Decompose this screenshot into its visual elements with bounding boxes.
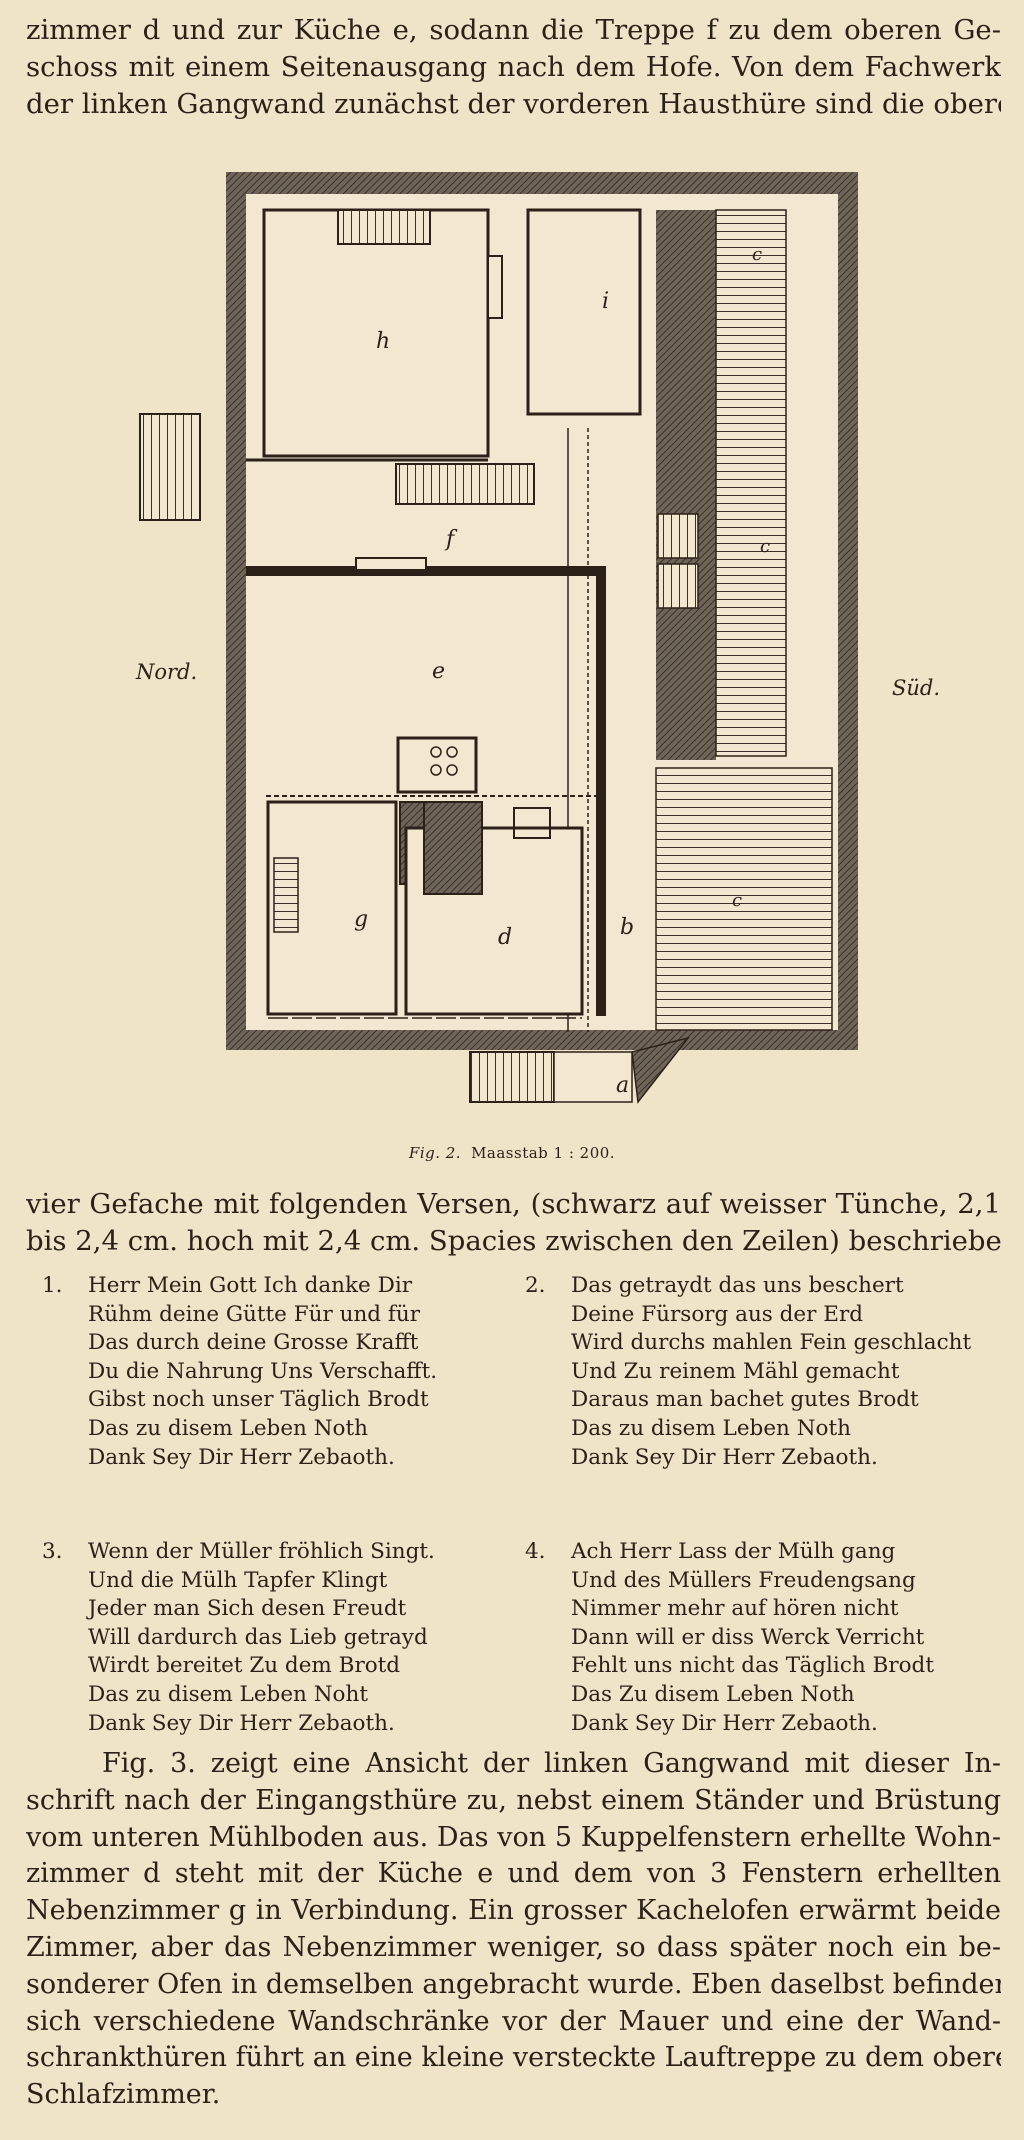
verse-line: Ach Herr Lass der Mülh gang: [571, 1539, 896, 1564]
verse-line: Dank Sey Dir Herr Zebaoth.: [88, 1710, 395, 1736]
verse-line: Dann will er diss Werck Verricht: [571, 1624, 925, 1650]
room-label: c: [752, 244, 762, 265]
verse-line: Du die Nahrung Uns Verschafft.: [88, 1358, 438, 1384]
text-line: schrankthüren führt an eine kleine verst…: [26, 2042, 1001, 2074]
room-label: c: [732, 890, 742, 911]
verse-line: Gibst noch unser Täglich Brodt: [88, 1387, 429, 1413]
figure-caption: Fig. 2. Maasstab 1 : 200.: [0, 1144, 1024, 1162]
text-line: der linken Gangwand zunächst der vordere…: [26, 88, 1001, 120]
room-i-outline: [526, 208, 642, 416]
text-line: bis 2,4 cm. hoch mit 2,4 cm. Spacies zwi…: [26, 1225, 1001, 1257]
verse-line: Rühm deine Gütte Für und für: [88, 1301, 420, 1327]
stairs-c-upper: [715, 209, 787, 757]
verse-line: Und die Mülh Tapfer Klingt: [88, 1567, 388, 1593]
room-label: e: [432, 659, 445, 684]
figure-scale: Maasstab 1 : 200.: [471, 1144, 616, 1162]
text-line: Fig. 3. zeigt eine Ansicht der linken Ga…: [102, 1748, 1001, 1779]
verse-line: Und Zu reinem Mähl gemacht: [571, 1358, 900, 1384]
verse-line: Das getraydt das uns beschert: [571, 1273, 904, 1298]
verse-line: Das zu disem Leben Noht: [88, 1681, 368, 1707]
verse-line: Wirdt bereitet Zu dem Brotd: [88, 1653, 401, 1679]
room-label: d: [498, 925, 512, 950]
floor-plan-drawing: h i f e g d b a c c c: [139, 172, 858, 1104]
verse-line: Wird durchs mahlen Fein geschlacht: [571, 1330, 972, 1356]
stanza-number: 3.: [42, 1539, 63, 1564]
text-line: sich verschiedene Wandschränke vor der M…: [26, 2005, 1001, 2037]
intro-paragraph: zimmer d und zur Küche e, sodann die Tre…: [26, 12, 1001, 123]
entrance-steps: [469, 1051, 555, 1103]
room-label: c: [760, 536, 770, 557]
text-line: Schlafzimmer.: [26, 2079, 221, 2111]
south-label: Süd.: [892, 676, 941, 700]
room-label: g: [354, 907, 368, 932]
text-line: vom unteren Mühlboden aus. Das von 5 Kup…: [26, 1821, 1001, 1853]
room-label: b: [620, 915, 634, 940]
room-label: a: [616, 1073, 629, 1098]
body-paragraph: Fig. 3. zeigt eine Ansicht der linken Ga…: [26, 1746, 1001, 2114]
verse-line: Daraus man bachet gutes Brodt: [571, 1387, 919, 1413]
verse-line: Dank Sey Dir Herr Zebaoth.: [571, 1710, 878, 1736]
north-label: Nord.: [136, 660, 198, 684]
stanza-number: 2.: [525, 1273, 546, 1298]
text-line: Nebenzimmer g in Verbindung. Ein grosser…: [26, 1895, 1001, 1927]
text-line: vier Gefache mit folgenden Versen, (schw…: [26, 1188, 1001, 1220]
verse-line: Jeder man Sich desen Freudt: [88, 1596, 407, 1622]
stanza-number: 1.: [42, 1273, 63, 1298]
figure-number: Fig. 2.: [408, 1144, 462, 1162]
verse-line: Das zu disem Leben Noth: [571, 1415, 851, 1441]
verse-line: Will dardurch das Lieb getrayd: [88, 1624, 428, 1650]
verse-line: Das Zu disem Leben Noth: [571, 1681, 855, 1707]
text-line: zimmer d steht mit der Küche e und dem v…: [26, 1858, 1001, 1890]
text-line: sonderer Ofen in demselben angebracht wu…: [26, 1968, 1001, 2000]
verse-line: Wenn der Müller fröhlich Singt.: [88, 1539, 435, 1564]
verse-line: Fehlt uns nicht das Täglich Brodt: [571, 1653, 934, 1679]
room-label: i: [602, 289, 609, 314]
verse-line: Dank Sey Dir Herr Zebaoth.: [571, 1444, 878, 1470]
verse-line: Deine Fürsorg aus der Erd: [571, 1301, 864, 1327]
stairs-c-lower: [655, 767, 833, 1031]
text-line: schoss mit einem Seitenausgang nach dem …: [26, 51, 1001, 83]
text-line: zimmer d und zur Küche e, sodann die Tre…: [26, 14, 1001, 46]
text-line: Zimmer, aber das Nebenzimmer weniger, so…: [26, 1931, 1001, 1963]
side-steps: [139, 413, 201, 521]
verse-line: Herr Mein Gott Ich danke Dir: [88, 1273, 413, 1298]
verse-intro-paragraph: vier Gefache mit folgenden Versen, (schw…: [26, 1186, 1001, 1260]
floor-plan-figure: h i f e g d b a c c c: [128, 168, 868, 1116]
text-line: schrift nach der Eingangsthüre zu, nebst…: [26, 1784, 1001, 1816]
stanza-number: 4.: [525, 1539, 546, 1564]
verse-line: Dank Sey Dir Herr Zebaoth.: [88, 1444, 395, 1470]
verse-line: Das zu disem Leben Noth: [88, 1415, 368, 1441]
room-label: h: [376, 329, 390, 354]
verse-line: Und des Müllers Freudengsang: [571, 1567, 916, 1593]
verse-line: Nimmer mehr auf hören nicht: [571, 1596, 899, 1622]
room-h-outline: [262, 208, 490, 458]
verse-line: Das durch deine Grosse Krafft: [88, 1330, 419, 1356]
